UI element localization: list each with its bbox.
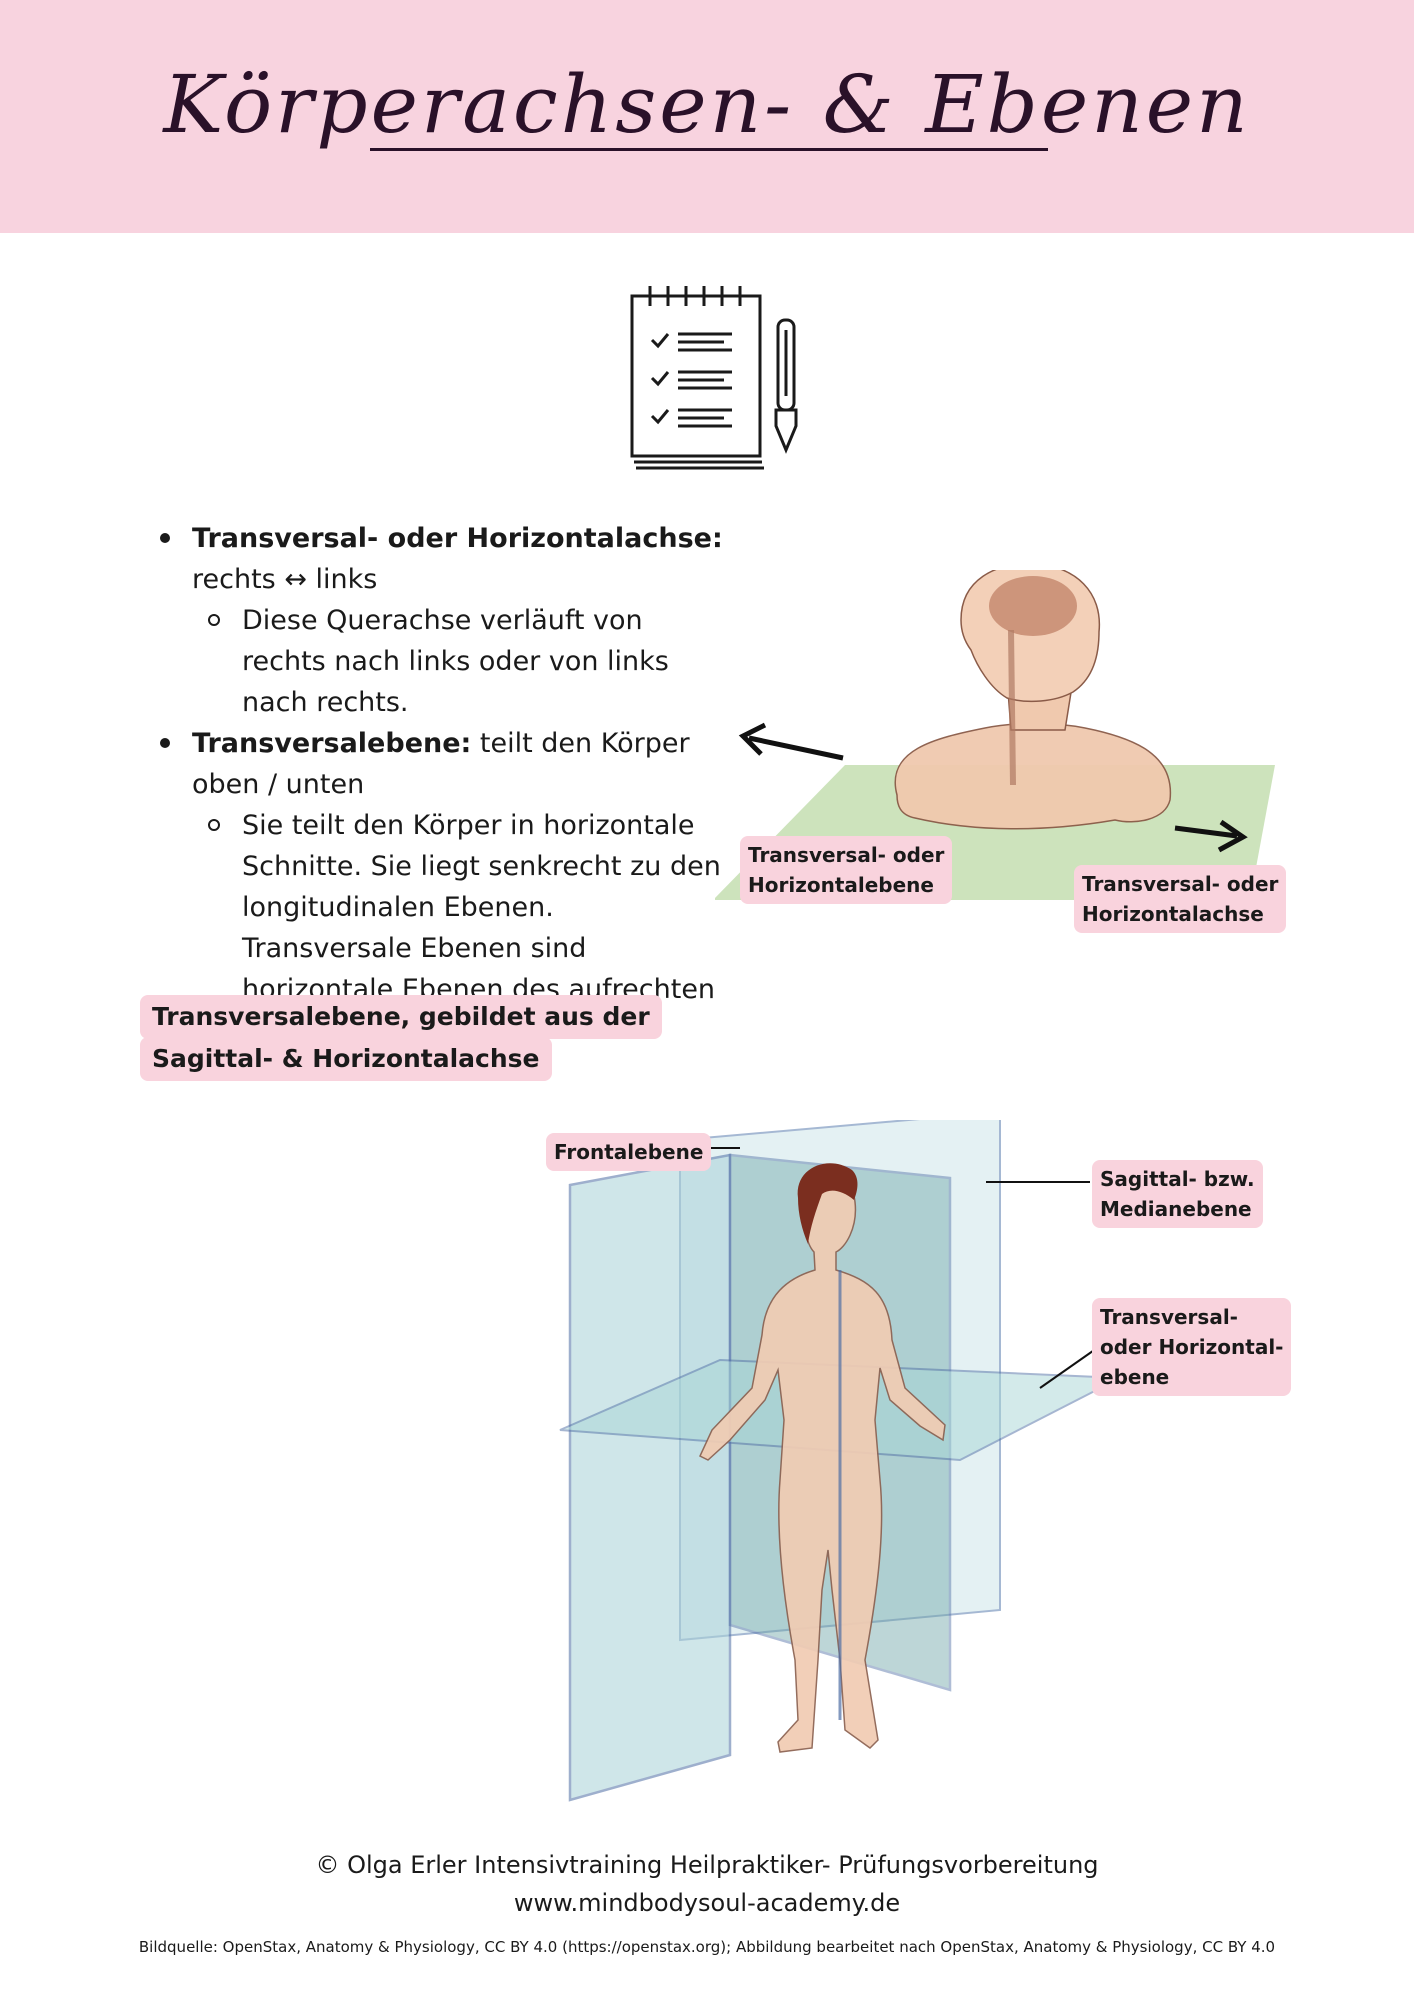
list-item: Transversalebene: teilt den Körper oben … [150,723,730,805]
right-arrow [1174,825,1238,839]
left-arrowhead [738,722,767,756]
page-title: Körperachsen- & Ebenen [163,58,1251,151]
label-frontal-plane: Frontalebene [546,1133,712,1171]
title-banner [0,0,1414,233]
axis-direction: rechts ↔ links [192,564,378,595]
label-transverse-axis: Transversal- oder Horizontalachse [1074,865,1287,933]
brain [989,576,1077,636]
copyright: © Olga Erler Intensivtraining Heilprakti… [315,1851,1099,1879]
label-line: Sagittal- bzw. [1100,1167,1255,1191]
body-silhouette [699,1177,946,1753]
label-sagittal-plane: Sagittal- bzw. Medianebene [1092,1160,1263,1228]
label-transverse-body-plane: Transversal- oder Horizontal- ebene [1092,1298,1292,1396]
label-line: Transversal- oder [1082,872,1279,896]
leader-transverse [1039,1345,1101,1389]
hair [797,1163,858,1244]
label-line: Transversal- oder [748,843,945,867]
spinal-cord [1008,629,1016,786]
frontal-plane [568,1153,732,1802]
image-source: Bildquelle: OpenStax, Anatomy & Physiolo… [138,1938,1276,1956]
website-link[interactable]: www.mindbodysoul-academy.de [513,1889,901,1917]
plane-definition: teilt den Körper oben / unten [192,728,690,800]
highlight-line-1: Transversalebene, gebildet aus der [140,995,662,1039]
body-planes-figure [559,1120,1124,1802]
notepad-checklist-with-pen-icon [630,286,798,470]
label-line: ebene [1100,1365,1170,1389]
shoulders [894,722,1172,830]
label-line: oder Horizontal- [1100,1335,1284,1359]
term-plane: Transversalebene: [192,728,472,759]
footer: © Olga Erler Intensivtraining Heilprakti… [0,1846,1414,1922]
label-line: Horizontalebene [748,873,934,897]
title-underline [370,148,1048,151]
label-line: Transversal- [1100,1305,1238,1329]
list-item: Transversal- oder Horizontalachse: recht… [150,518,730,600]
bullet-list: Transversal- oder Horizontalachse: recht… [150,518,730,1051]
list-item: Diese Querachse verläuft von rechts nach… [150,600,730,723]
term-axis: Transversal- oder Horizontalachse: [192,523,723,554]
label-transverse-plane: Transversal- oder Horizontalebene [740,836,953,904]
highlight-line-2: Sagittal- & Horizontalachse [140,1037,552,1081]
label-line: Medianebene [1100,1197,1252,1221]
label-line: Horizontalachse [1082,902,1264,926]
left-arrow [748,735,844,761]
right-arrowhead [1217,819,1248,853]
